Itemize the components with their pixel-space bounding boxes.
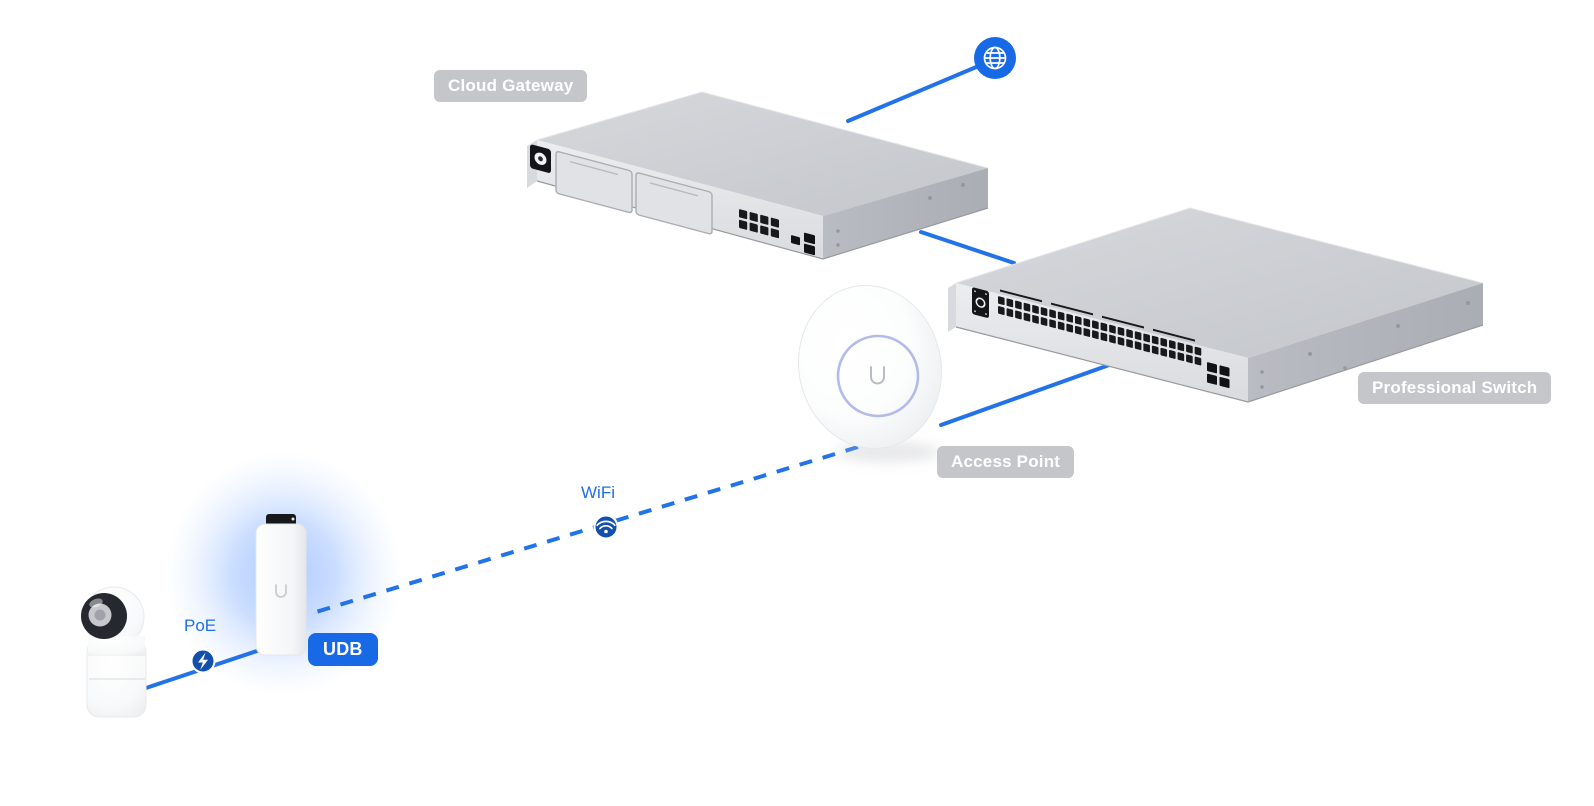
switch-ports xyxy=(998,289,1202,366)
link-ap-udb-wifi xyxy=(315,445,859,614)
cloud-gateway-label: Cloud Gateway xyxy=(434,70,588,102)
link-internet-gateway xyxy=(846,63,983,123)
gateway-screws xyxy=(836,183,965,247)
professional-switch-label: Professional Switch xyxy=(1358,372,1552,404)
switch-sfp-ports xyxy=(1207,362,1230,389)
poe-bolt-icon xyxy=(190,648,216,674)
link-switch-ap xyxy=(939,362,1114,427)
gateway-sfp-ports xyxy=(791,232,815,256)
connection-lines xyxy=(132,63,1114,694)
ubiquiti-u-logo xyxy=(275,584,287,598)
link-gateway-switch xyxy=(919,230,1016,265)
ubiquiti-u-logo xyxy=(870,366,885,385)
udb-badge: UDB xyxy=(308,633,378,666)
poe-link-label: PoE xyxy=(184,616,217,635)
gateway-display xyxy=(530,144,551,173)
camera-device xyxy=(81,586,147,718)
professional-switch-device xyxy=(948,207,1484,403)
access-point-device xyxy=(797,284,943,462)
cloud-gateway-device xyxy=(527,91,989,260)
globe-icon xyxy=(974,37,1016,79)
access-point-label: Access Point xyxy=(937,446,1075,478)
switch-display xyxy=(972,287,989,318)
wifi-link-label: WiFi xyxy=(581,483,615,502)
gateway-ports xyxy=(739,209,779,239)
udb-device xyxy=(255,514,307,656)
gateway-drive-bays xyxy=(555,150,713,235)
switch-screws xyxy=(1260,301,1470,389)
ap-led-ring xyxy=(836,334,920,418)
wifi-icon xyxy=(593,514,619,540)
